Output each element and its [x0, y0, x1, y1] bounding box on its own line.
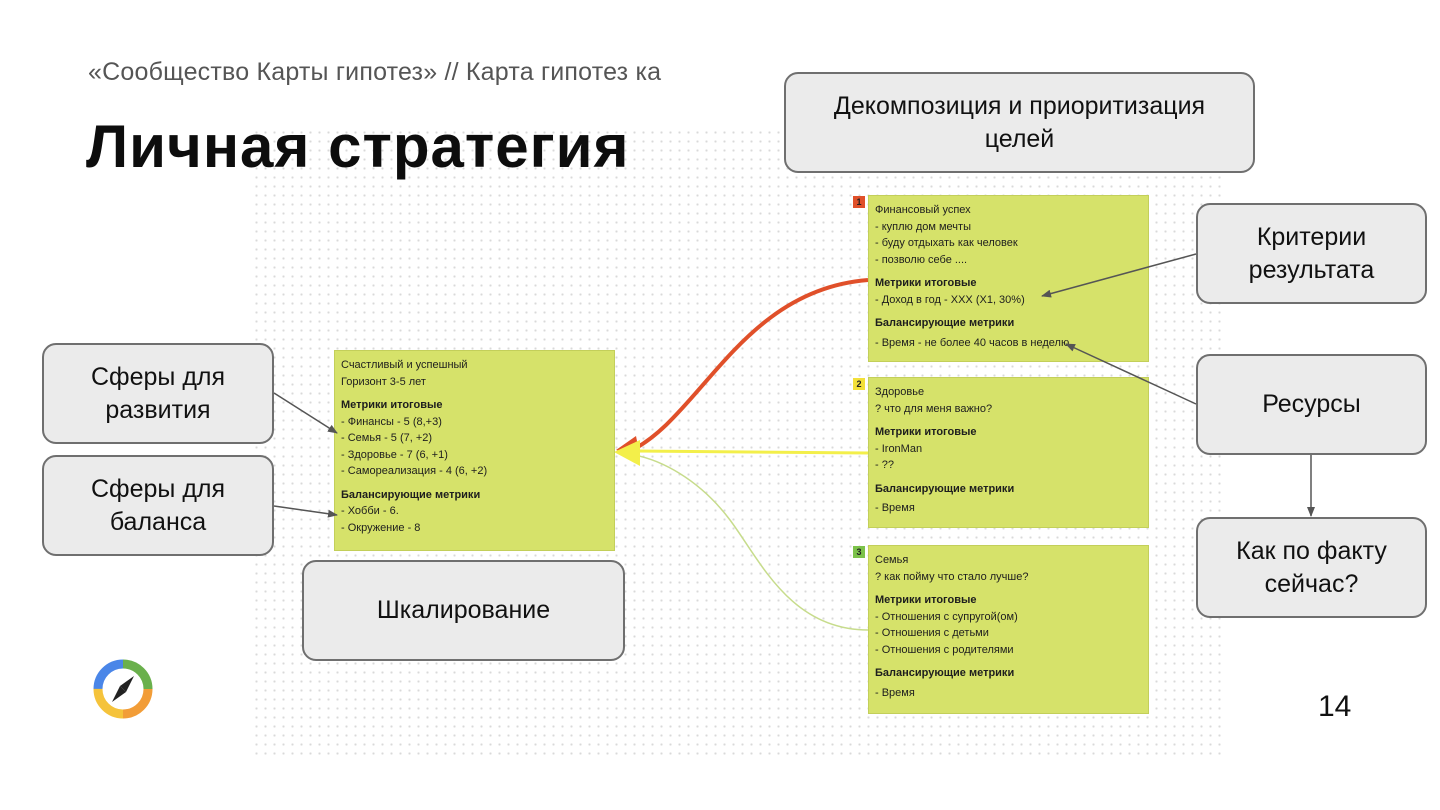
- slide-title: Личная стратегия: [86, 113, 630, 180]
- balance-title: Балансирующие метрики: [875, 317, 1015, 329]
- balance-title: Балансирующие метрики: [341, 488, 481, 501]
- card-line: Здоровье: [875, 386, 925, 398]
- card-line: - позволю себе ....: [875, 253, 968, 266]
- balance-title: Балансирующие метрики: [875, 482, 1015, 495]
- callout-spheres-balance: Сферы для баланса: [42, 455, 274, 556]
- callout-scaling: Шкалирование: [302, 560, 625, 661]
- balance-item: - Окружение - 8: [341, 521, 421, 534]
- balance-item: - Хобби - 6.: [341, 505, 399, 517]
- callout-text: Как по факту сейчас?: [1236, 537, 1387, 598]
- main-goal-card[interactable]: Счастливый и успешный Горизонт 3-5 лет М…: [334, 350, 615, 551]
- callout-text: Ресурсы: [1262, 390, 1361, 419]
- link-arrowhead-yellow: [614, 440, 640, 466]
- metric-item: - Самореализация - 4 (6, +2): [341, 465, 488, 477]
- card-line: ? что для меня важно?: [875, 402, 993, 415]
- balance-item: - Время - не более 40 часов в неделю: [875, 336, 1070, 349]
- metric-item: - Семья - 5 (7, +2): [341, 432, 433, 444]
- card-line: Финансовый успех: [875, 204, 971, 216]
- priority-badge: 3: [853, 546, 865, 558]
- card-line: - буду отдыхать как человек: [875, 237, 1018, 249]
- callout-spheres-development: Сферы для развития: [42, 343, 274, 444]
- balance-item: - Время: [875, 502, 915, 514]
- card-line: - куплю дом мечты: [875, 220, 971, 233]
- priority-badge: 1: [853, 196, 865, 208]
- metric-item: - Финансы - 5 (8,+3): [341, 415, 442, 428]
- callout-fact: Как по факту сейчас?: [1196, 517, 1427, 618]
- compass-icon: [93, 659, 153, 719]
- metrics-title: Метрики итоговые: [875, 277, 977, 289]
- metric-item: - Отношения с детьми: [875, 627, 989, 639]
- callout-criteria: Критерии результата: [1196, 203, 1427, 304]
- metric-item: - IronMan: [875, 442, 923, 455]
- callout-text: Критерии результата: [1248, 223, 1375, 284]
- breadcrumb: «Сообщество Карты гипотез» // Карта гипо…: [88, 58, 662, 86]
- metric-item: - Доход в год - XXX (X1, 30%): [875, 293, 1025, 306]
- goal-card-finance[interactable]: Финансовый успех - куплю дом мечты - буд…: [868, 195, 1149, 362]
- card-line: Счастливый и успешный: [341, 359, 468, 371]
- link-health: [627, 449, 869, 455]
- card-line: Семья: [875, 554, 909, 566]
- metric-item: - Отношения с родителями: [875, 643, 1014, 656]
- balance-title: Балансирующие метрики: [875, 667, 1015, 679]
- card-line: Горизонт 3-5 лет: [341, 375, 426, 388]
- metrics-title: Метрики итоговые: [875, 426, 977, 438]
- metric-item: - ??: [875, 459, 894, 471]
- callout-resources: Ресурсы: [1196, 354, 1427, 455]
- metrics-title: Метрики итоговые: [341, 399, 443, 411]
- link-finance: [627, 278, 869, 454]
- callout-decomposition: Декомпозиция и приоритизация целей: [784, 72, 1255, 173]
- metric-item: - Отношения с супругой(ом): [875, 610, 1018, 623]
- callout-text: Сферы для баланса: [90, 475, 226, 536]
- link-family: [627, 453, 869, 631]
- callout-text: Сферы для развития: [90, 363, 226, 424]
- card-line: ? как пойму что стало лучше?: [875, 570, 1029, 583]
- metrics-title: Метрики итоговые: [875, 594, 977, 606]
- page-number: 14: [1318, 690, 1352, 723]
- metric-item: - Здоровье - 7 (6, +1): [341, 448, 448, 461]
- priority-badge: 2: [853, 378, 865, 390]
- callout-text: Декомпозиция и приоритизация целей: [833, 92, 1206, 153]
- callout-text: Шкалирование: [376, 596, 551, 625]
- goal-card-health[interactable]: Здоровье ? что для меня важно? Метрики и…: [868, 377, 1149, 528]
- balance-item: - Время: [875, 686, 915, 699]
- goal-card-family[interactable]: Семья ? как пойму что стало лучше? Метри…: [868, 545, 1149, 714]
